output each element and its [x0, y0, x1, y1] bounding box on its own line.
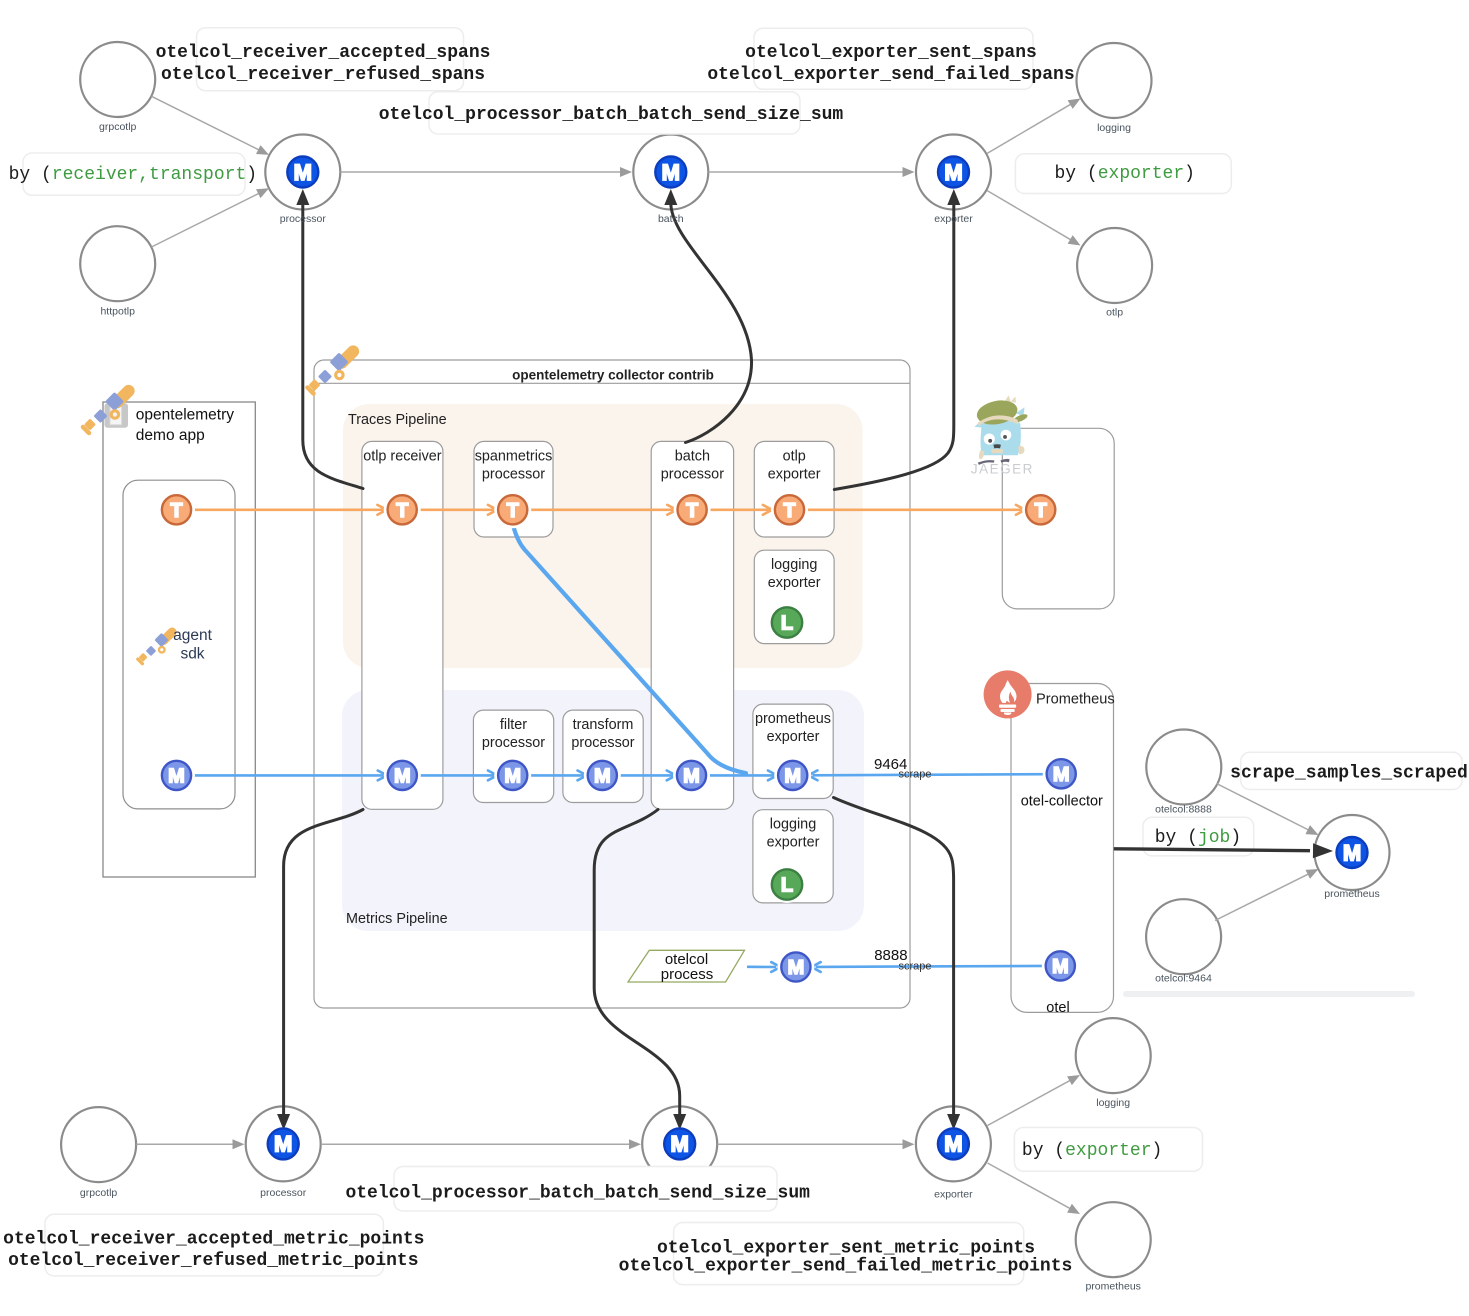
svg-text:exporter: exporter [934, 1189, 973, 1201]
svg-text:T: T [1035, 500, 1047, 522]
svg-text:T: T [686, 500, 698, 522]
svg-text:logging: logging [771, 557, 817, 573]
svg-text:otelcol_exporter_send_failed_s: otelcol_exporter_send_failed_spans [707, 65, 1074, 85]
svg-text:scrape: scrape [899, 961, 932, 973]
svg-text:processor: processor [260, 1187, 307, 1199]
svg-text:M: M [168, 766, 185, 788]
svg-text:prometheus: prometheus [755, 711, 831, 727]
svg-text:M: M [1052, 956, 1069, 978]
svg-text:otlp: otlp [1106, 307, 1123, 319]
svg-text:grpcotlp: grpcotlp [99, 121, 137, 133]
svg-text:scrape_samples_scraped: scrape_samples_scraped [1230, 764, 1468, 784]
svg-text:M: M [944, 1132, 962, 1157]
svg-text:M: M [394, 766, 411, 788]
svg-text:logging: logging [1096, 1097, 1130, 1109]
svg-text:T: T [507, 500, 519, 522]
svg-text:otlp: otlp [783, 448, 806, 464]
svg-text:processor: processor [482, 735, 545, 751]
svg-text:by (exporter): by (exporter) [1022, 1141, 1162, 1161]
svg-text:9464: 9464 [874, 756, 907, 773]
svg-text:Traces Pipeline: Traces Pipeline [348, 412, 447, 428]
svg-text:exporter: exporter [768, 466, 821, 482]
svg-text:T: T [396, 500, 408, 522]
svg-text:L: L [781, 875, 793, 897]
svg-text:processor: processor [482, 466, 545, 482]
svg-text:prometheus: prometheus [1085, 1281, 1140, 1293]
svg-text:processor: processor [661, 466, 724, 482]
svg-text:otelcol:8888: otelcol:8888 [1155, 804, 1212, 816]
svg-text:otelcol_receiver_refused_metri: otelcol_receiver_refused_metric_points [8, 1251, 418, 1271]
svg-text:otelcol_exporter_sent_metric_p: otelcol_exporter_sent_metric_points [657, 1239, 1035, 1259]
svg-text:batch: batch [675, 448, 710, 464]
svg-text:transform: transform [573, 717, 634, 733]
svg-text:prometheus: prometheus [1324, 888, 1379, 900]
svg-text:opentelemetry collector contri: opentelemetry collector contrib [512, 368, 714, 383]
svg-text:otelcol_processor_batch_batch_: otelcol_processor_batch_batch_send_size_… [345, 1184, 810, 1204]
svg-text:M: M [662, 160, 680, 185]
svg-text:Metrics Pipeline: Metrics Pipeline [346, 911, 448, 927]
svg-text:exporter: exporter [934, 213, 973, 225]
svg-text:spanmetrics: spanmetrics [475, 448, 553, 464]
svg-text:M: M [671, 1132, 689, 1157]
svg-text:otelcol_exporter_send_failed_m: otelcol_exporter_send_failed_metric_poin… [619, 1257, 1073, 1277]
svg-text:opentelemetry: opentelemetry [136, 407, 234, 424]
svg-text:M: M [788, 957, 805, 979]
svg-text:M: M [594, 766, 611, 788]
svg-text:logging: logging [770, 817, 816, 833]
svg-text:exporter: exporter [768, 575, 821, 591]
svg-text:otelcol:9464: otelcol:9464 [1155, 973, 1212, 985]
svg-text:otel: otel [1046, 1000, 1069, 1016]
svg-text:agent: agent [173, 627, 212, 644]
svg-text:process: process [661, 966, 714, 983]
svg-text:exporter: exporter [767, 835, 820, 851]
svg-text:M: M [1343, 840, 1361, 865]
svg-text:scrape: scrape [899, 769, 932, 781]
svg-text:T: T [783, 500, 795, 522]
svg-text:otelcol: otelcol [665, 951, 708, 968]
svg-text:otelcol_receiver_refused_spans: otelcol_receiver_refused_spans [161, 65, 485, 85]
svg-text:grpcotlp: grpcotlp [80, 1187, 118, 1199]
svg-text:otelcol_exporter_sent_spans: otelcol_exporter_sent_spans [745, 43, 1037, 63]
svg-text:batch: batch [658, 213, 684, 225]
svg-text:M: M [294, 160, 312, 185]
svg-text:8888: 8888 [874, 947, 907, 964]
svg-text:otlp receiver: otlp receiver [363, 448, 442, 464]
svg-text:by (receiver,transport): by (receiver,transport) [9, 165, 257, 185]
svg-text:demo app: demo app [136, 427, 205, 444]
svg-text:httpotlp: httpotlp [100, 306, 135, 318]
svg-text:by (job): by (job) [1155, 828, 1241, 848]
svg-text:otelcol_processor_batch_batch_: otelcol_processor_batch_batch_send_size_… [379, 105, 844, 125]
svg-text:processor: processor [280, 213, 327, 225]
svg-text:otelcol_receiver_accepted_metr: otelcol_receiver_accepted_metric_points [3, 1230, 424, 1250]
svg-text:otel-collector: otel-collector [1021, 794, 1103, 810]
svg-text:M: M [504, 766, 521, 788]
svg-text:M: M [274, 1132, 292, 1157]
svg-text:by (exporter): by (exporter) [1055, 164, 1195, 184]
svg-text:Prometheus: Prometheus [1036, 692, 1115, 708]
svg-text:exporter: exporter [767, 729, 820, 745]
svg-text:L: L [781, 613, 793, 635]
svg-text:processor: processor [571, 735, 634, 751]
svg-text:M: M [683, 766, 700, 788]
svg-text:sdk: sdk [180, 646, 204, 663]
svg-text:M: M [784, 766, 801, 788]
svg-text:otelcol_receiver_accepted_span: otelcol_receiver_accepted_spans [156, 43, 491, 63]
svg-text:JAEGER: JAEGER [971, 462, 1034, 477]
svg-text:M: M [944, 160, 962, 185]
svg-text:M: M [1053, 764, 1070, 786]
svg-text:filter: filter [500, 717, 527, 733]
svg-text:logging: logging [1097, 122, 1131, 134]
svg-text:T: T [170, 500, 182, 522]
